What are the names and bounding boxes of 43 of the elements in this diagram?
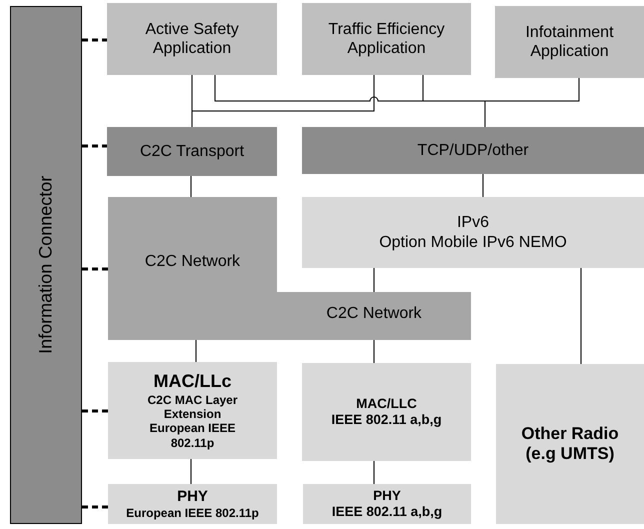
dashed-connector	[82, 38, 107, 42]
layer-label: Option Mobile IPv6 NEMO	[379, 232, 567, 252]
application-card	[107, 3, 277, 75]
layer-card	[108, 362, 277, 459]
layer-label: Information Connector	[35, 176, 56, 354]
dashed-connector	[82, 506, 108, 508]
connector-line	[190, 458, 192, 484]
dashed-connector	[82, 144, 107, 148]
layer-card	[302, 363, 471, 461]
layer-card	[302, 197, 644, 268]
layer-card	[107, 127, 277, 176]
layer-label: TCP/UDP/other	[416, 140, 530, 160]
layer-label: MAC/LLc	[152, 370, 232, 393]
layer-card	[108, 484, 277, 524]
dashed-connector	[82, 410, 108, 412]
connector-line	[484, 78, 580, 128]
layer-card	[496, 364, 644, 524]
connector-line	[482, 174, 484, 198]
layer-label: Infotainment Application	[524, 22, 615, 62]
layer-label: MAC/LLC	[355, 396, 418, 412]
layer-label: IEEE 802.11 a,b,g	[330, 504, 444, 520]
layer-label: Other Radio (e.g UMTS)	[520, 424, 620, 464]
connector-line	[192, 74, 374, 128]
layer-label: Traffic Efficiency Application	[327, 20, 446, 58]
connector-bar	[10, 6, 82, 524]
layer-label: IPv6	[456, 213, 489, 232]
layer-label: C2C Network	[325, 304, 423, 324]
layer-label: Active Safety Application	[144, 20, 240, 58]
layer-card	[302, 127, 644, 174]
dashed-connector	[82, 268, 108, 270]
connector-line	[190, 176, 192, 198]
layer-label: C2C Transport	[138, 142, 246, 162]
layer-label: C2C Network	[144, 252, 242, 272]
application-card	[495, 6, 644, 78]
layer-label: IEEE 802.11 a,b,g	[330, 412, 443, 428]
layer-label: C2C MAC Layer Extension	[146, 392, 239, 422]
application-card	[302, 3, 471, 75]
layer-label: European IEEE 802.11p	[125, 506, 260, 520]
connector-line	[580, 268, 582, 364]
layer-card	[303, 484, 471, 524]
layer-label: PHY	[176, 488, 209, 506]
layer-label: PHY	[372, 488, 402, 504]
layer-label: European IEEE 802.11p	[148, 421, 237, 450]
